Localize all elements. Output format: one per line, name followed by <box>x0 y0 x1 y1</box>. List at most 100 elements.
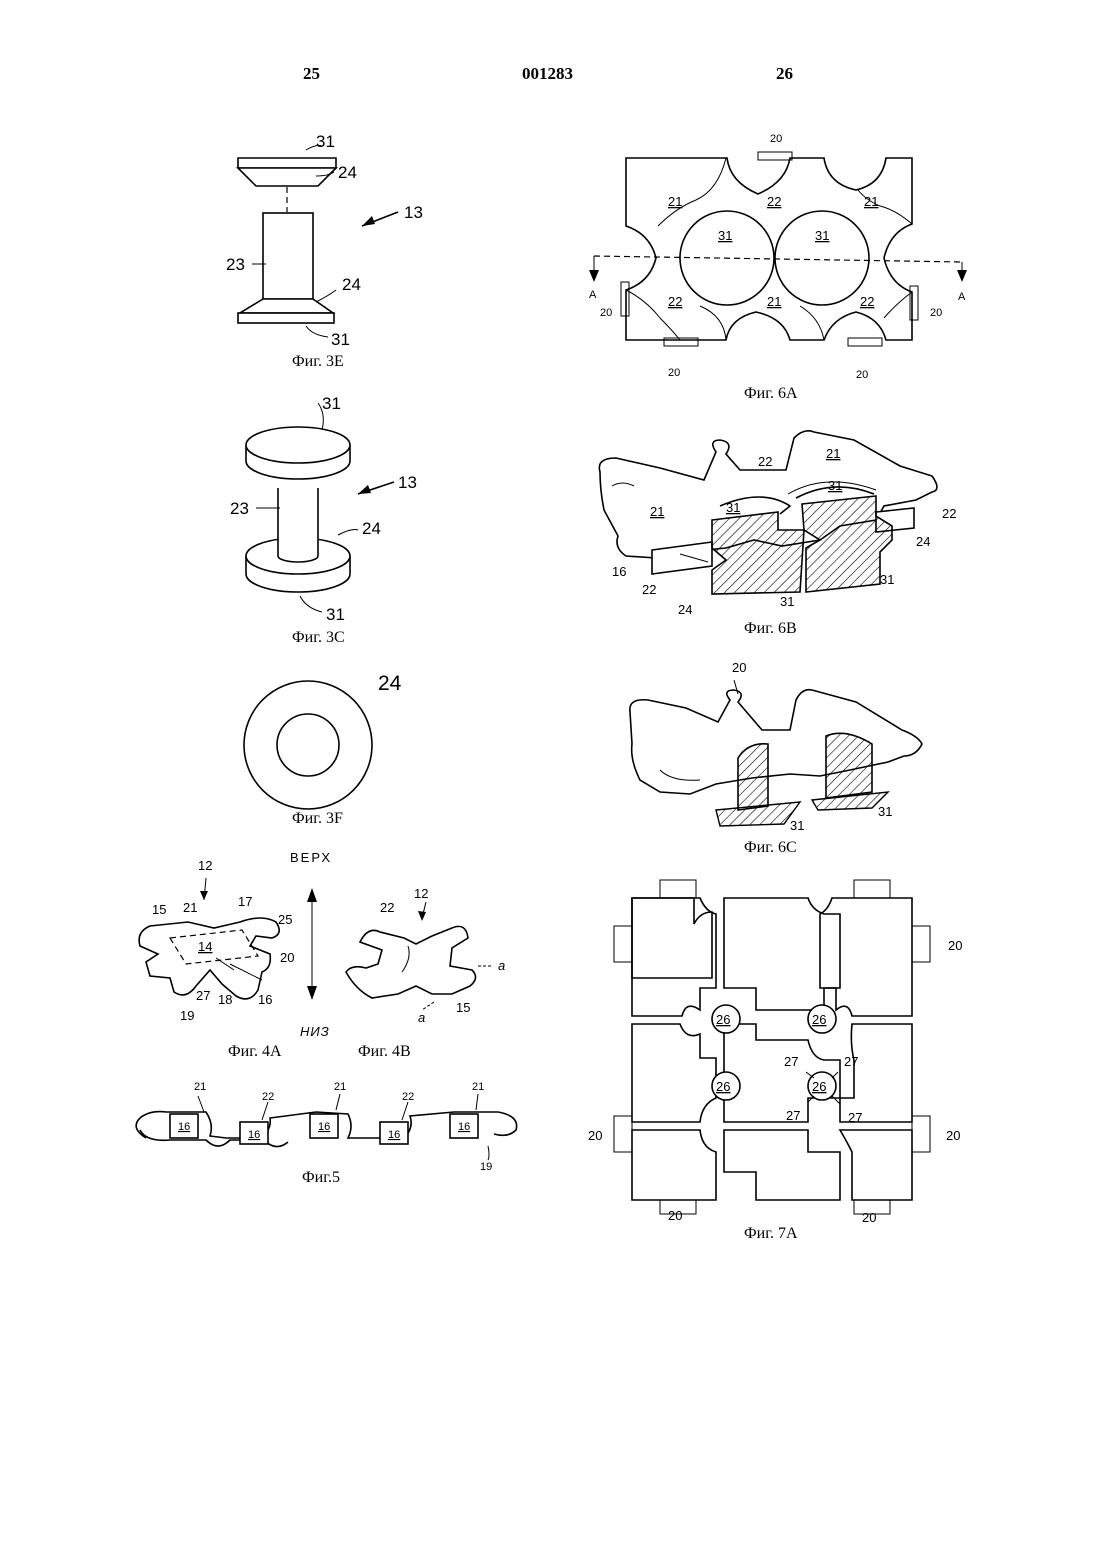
ref-23: 23 <box>230 499 249 518</box>
ref-22: 22 <box>942 506 956 521</box>
ref-24: 24 <box>338 163 357 182</box>
ref-26: 26 <box>716 1012 730 1027</box>
ref-20: 20 <box>732 660 746 675</box>
ref-22: 22 <box>767 194 781 209</box>
ref-13: 13 <box>398 473 417 492</box>
ref-19: 19 <box>180 1008 194 1023</box>
ref-24: 24 <box>378 672 402 695</box>
ref-31: 31 <box>326 605 345 624</box>
ref-27: 27 <box>844 1054 858 1069</box>
ref-20: 20 <box>668 1208 682 1223</box>
figure-4b: 12 22 a a 15 Фиг. 4B <box>346 886 505 1060</box>
ref-31: 31 <box>790 818 804 833</box>
ref-31: 31 <box>316 132 335 151</box>
caption-fig-6a: Фиг. 6A <box>744 385 798 402</box>
caption-fig-7a: Фиг. 7A <box>744 1225 798 1242</box>
ref-27: 27 <box>786 1108 800 1123</box>
ref-31: 31 <box>880 572 894 587</box>
ref-16: 16 <box>248 1129 260 1141</box>
figure-6a: 20 21 22 21 31 31 22 21 22 A A 20 20 20 … <box>589 133 967 402</box>
ref-16: 16 <box>178 1121 190 1133</box>
ref-20: 20 <box>600 307 612 319</box>
ref-26: 26 <box>716 1079 730 1094</box>
ref-22: 22 <box>402 1091 414 1103</box>
ref-31: 31 <box>828 478 842 493</box>
ref-14: 14 <box>198 939 212 954</box>
ref-21: 21 <box>194 1081 206 1093</box>
figure-4a: 12 15 21 17 25 14 20 27 18 16 19 ВЕРХ НИ… <box>139 850 332 1060</box>
ref-24: 24 <box>362 519 381 538</box>
ref-20: 20 <box>948 938 962 953</box>
ref-24: 24 <box>916 534 930 549</box>
ref-27: 27 <box>848 1110 862 1125</box>
ref-21: 21 <box>767 294 781 309</box>
ref-22: 22 <box>380 900 394 915</box>
ref-A: A <box>958 291 966 303</box>
caption-fig-6c: Фиг. 6C <box>744 839 797 856</box>
ref-20: 20 <box>770 133 782 145</box>
caption-fig-3c: Фиг. 3C <box>292 629 345 646</box>
ref-31: 31 <box>331 330 350 349</box>
ref-23: 23 <box>226 255 245 274</box>
figure-6b: 21 22 31 31 21 22 24 16 22 24 31 31 Фиг.… <box>599 431 956 637</box>
ref-31: 31 <box>726 500 740 515</box>
ref-22: 22 <box>758 454 772 469</box>
caption-fig-6b: Фиг. 6B <box>744 620 797 637</box>
ref-31: 31 <box>718 228 732 243</box>
ref-16: 16 <box>258 992 272 1007</box>
ref-25: 25 <box>278 912 292 927</box>
ref-20: 20 <box>588 1128 602 1143</box>
ref-26: 26 <box>812 1012 826 1027</box>
ref-26: 26 <box>812 1079 826 1094</box>
ref-16: 16 <box>318 1121 330 1133</box>
ref-22: 22 <box>860 294 874 309</box>
ref-16: 16 <box>458 1121 470 1133</box>
caption-fig-4a: Фиг. 4A <box>228 1043 282 1060</box>
figure-5: 21 22 21 22 21 16 16 16 16 16 19 Фиг.5 <box>136 1081 516 1186</box>
ref-12: 12 <box>198 858 212 873</box>
ref-22: 22 <box>262 1091 274 1103</box>
ref-24: 24 <box>342 275 361 294</box>
figure-6c: 20 31 31 Фиг. 6C <box>630 660 922 856</box>
ref-21: 21 <box>668 194 682 209</box>
label-top: ВЕРХ <box>290 850 332 865</box>
ref-22: 22 <box>668 294 682 309</box>
caption-fig-4b: Фиг. 4B <box>358 1043 411 1060</box>
caption-fig-3e: Фиг. 3E <box>292 353 344 370</box>
figure-3c: 31 13 23 24 31 Фиг. 3C <box>230 394 417 646</box>
ref-21: 21 <box>864 194 878 209</box>
ref-12: 12 <box>414 886 428 901</box>
ref-20: 20 <box>280 950 294 965</box>
ref-17: 17 <box>238 894 252 909</box>
ref-21: 21 <box>334 1081 346 1093</box>
figure-3f: 24 Фиг. 3F <box>244 672 402 827</box>
ref-24: 24 <box>678 602 692 617</box>
ref-31: 31 <box>815 228 829 243</box>
figure-3e: 31 24 13 23 24 31 Фиг. 3E <box>226 132 423 370</box>
ref-20: 20 <box>668 367 680 379</box>
ref-a: a <box>498 958 505 973</box>
ref-a: a <box>418 1010 425 1025</box>
ref-13: 13 <box>404 203 423 222</box>
ref-20: 20 <box>930 307 942 319</box>
ref-15: 15 <box>456 1000 470 1015</box>
ref-A: A <box>589 289 597 301</box>
ref-18: 18 <box>218 992 232 1007</box>
ref-22: 22 <box>642 582 656 597</box>
ref-19: 19 <box>480 1161 492 1173</box>
ref-16: 16 <box>388 1129 400 1141</box>
caption-fig-3f: Фиг. 3F <box>292 810 343 827</box>
ref-21: 21 <box>472 1081 484 1093</box>
ref-15: 15 <box>152 902 166 917</box>
ref-16: 16 <box>612 564 626 579</box>
ref-31: 31 <box>322 394 341 413</box>
ref-21: 21 <box>650 504 664 519</box>
ref-21: 21 <box>183 900 197 915</box>
ref-20: 20 <box>946 1128 960 1143</box>
ref-21: 21 <box>826 446 840 461</box>
ref-27: 27 <box>196 988 210 1003</box>
ref-20: 20 <box>856 369 868 381</box>
caption-fig-5: Фиг.5 <box>302 1169 340 1186</box>
ref-27: 27 <box>784 1054 798 1069</box>
